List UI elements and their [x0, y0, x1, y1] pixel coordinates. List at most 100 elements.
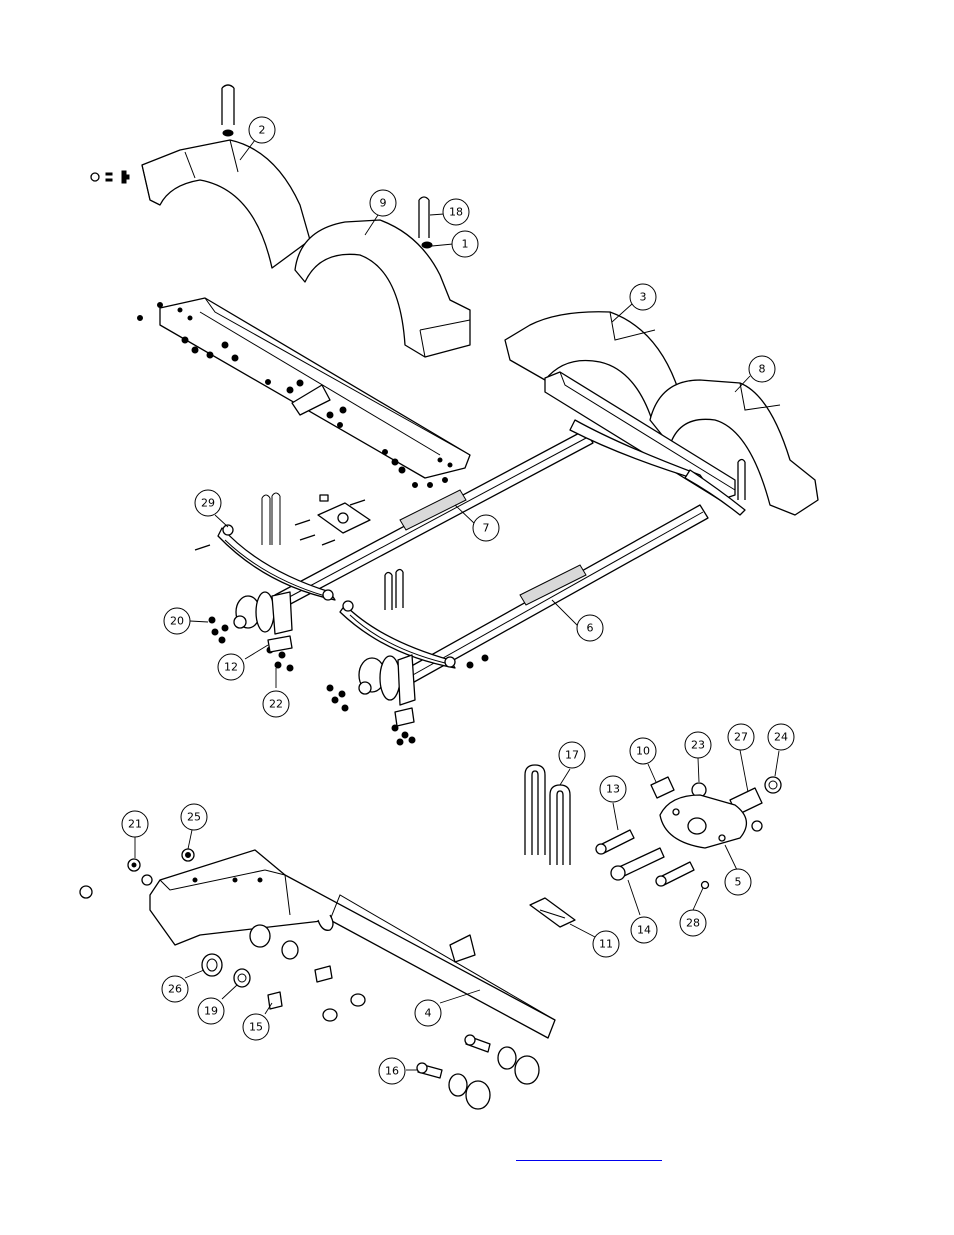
hub-right: [358, 654, 416, 706]
callout-circle: [369, 189, 397, 217]
callout-22: 22: [262, 690, 290, 718]
callout-number: 18: [449, 206, 463, 219]
fender-front-left: [141, 139, 311, 269]
callout-number: 9: [380, 197, 387, 210]
callout-number: 14: [637, 924, 651, 937]
u-clamp-18: [418, 196, 433, 249]
callout-circle: [180, 803, 208, 831]
callout-circle: [724, 868, 752, 896]
callout-number: 1: [462, 238, 469, 251]
callout-11: 11: [592, 930, 620, 958]
callout-21: 21: [121, 810, 149, 838]
callout-number: 29: [201, 497, 215, 510]
bolt-14: [610, 847, 695, 887]
callout-20: 20: [163, 607, 191, 635]
callout-27: 27: [727, 723, 755, 751]
u-bolt-17: [524, 764, 571, 865]
callout-circle: [679, 909, 707, 937]
callout-number: 21: [128, 818, 142, 831]
leaf-spring-front: [339, 600, 456, 669]
callout-number: 28: [686, 917, 700, 930]
callout-number: 7: [483, 522, 490, 535]
callout-3: 3: [629, 283, 657, 311]
leader-lines: [134, 139, 780, 1071]
callout-23: 23: [684, 731, 712, 759]
callout-circle: [378, 1057, 406, 1085]
hub-hardware: [208, 616, 489, 746]
callout-12: 12: [217, 653, 245, 681]
u-bolts-left: [261, 458, 746, 610]
hanger-plate-upper: [194, 494, 371, 551]
callout-5: 5: [724, 868, 752, 896]
callout-15: 15: [242, 1013, 270, 1041]
callout-number: 16: [385, 1065, 399, 1078]
bolt-13: [595, 829, 635, 855]
plate-5: [659, 794, 763, 849]
u-clamp-top: [221, 84, 235, 137]
callout-29: 29: [194, 489, 222, 517]
spacer-10: [650, 776, 675, 799]
callout-24: 24: [767, 723, 795, 751]
footer-link[interactable]: [516, 1140, 662, 1161]
side-rail-left: [159, 297, 471, 479]
callout-number: 25: [187, 811, 201, 824]
callout-circle: [248, 116, 276, 144]
callout-number: 2: [259, 124, 266, 137]
nut-28: [700, 880, 710, 890]
callout-circle: [194, 489, 222, 517]
lock-nut-25: [181, 848, 195, 862]
callout-circle: [121, 810, 149, 838]
callout-circle: [748, 355, 776, 383]
callout-number: 17: [565, 749, 579, 762]
bushings-lower: [201, 924, 366, 1022]
callout-1: 1: [451, 230, 479, 258]
callout-4: 4: [414, 999, 442, 1027]
callout-number: 26: [168, 983, 182, 996]
callout-19: 19: [197, 997, 225, 1025]
callout-circle: [197, 997, 225, 1025]
callout-13: 13: [599, 775, 627, 803]
fender-right-rear: [649, 379, 819, 516]
callout-10: 10: [629, 737, 657, 765]
callout-16: 16: [378, 1057, 406, 1085]
callout-2: 2: [248, 116, 276, 144]
callout-18: 18: [442, 198, 470, 226]
leaf-spring-right: [569, 419, 746, 516]
callout-circle: [599, 775, 627, 803]
callout-circle: [592, 930, 620, 958]
fender-rear-left: [294, 219, 471, 358]
callout-number: 13: [606, 783, 620, 796]
callout-circle: [442, 198, 470, 226]
callout-number: 8: [759, 363, 766, 376]
hub-left: [233, 591, 293, 635]
callout-number: 3: [640, 291, 647, 304]
callout-number: 11: [599, 938, 613, 951]
callout-number: 12: [224, 661, 238, 674]
callout-circle: [630, 916, 658, 944]
callout-number: 22: [269, 698, 283, 711]
leaf-spring-29: [217, 524, 336, 601]
callout-26: 26: [161, 975, 189, 1003]
callout-circle: [684, 731, 712, 759]
callout-circle: [727, 723, 755, 751]
callout-number: 15: [249, 1021, 263, 1034]
callout-circle: [472, 514, 500, 542]
fasteners-left: [90, 170, 130, 184]
callout-number: 5: [735, 876, 742, 889]
callout-number: 10: [636, 745, 650, 758]
callout-7: 7: [472, 514, 500, 542]
callout-circle: [629, 737, 657, 765]
callout-number: 24: [774, 731, 788, 744]
callout-28: 28: [679, 909, 707, 937]
callout-circle: [451, 230, 479, 258]
callout-circle: [629, 283, 657, 311]
bracket-11: [529, 897, 576, 928]
callout-number: 20: [170, 615, 184, 628]
callout-circle: [217, 653, 245, 681]
rail-hardware-left: [137, 302, 448, 488]
callout-17: 17: [558, 741, 586, 769]
callout-25: 25: [180, 803, 208, 831]
callout-circle: [767, 723, 795, 751]
